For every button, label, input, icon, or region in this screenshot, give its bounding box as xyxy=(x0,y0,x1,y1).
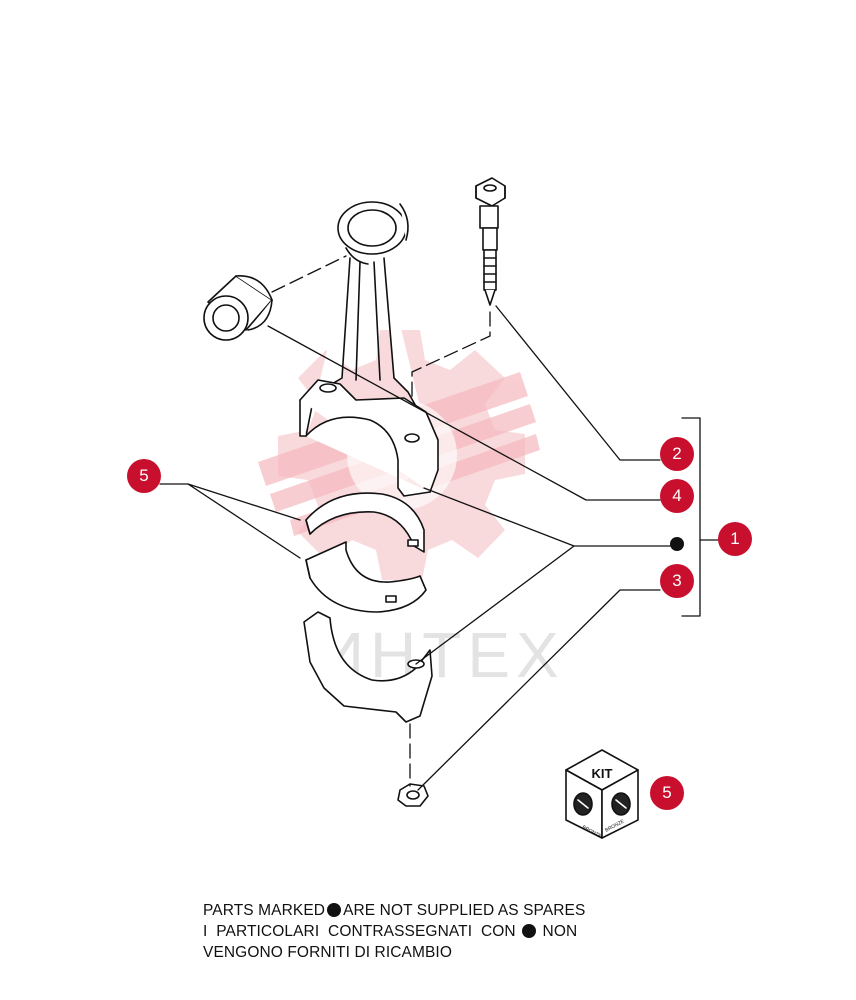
small-end-bush xyxy=(203,275,273,341)
connecting-rod xyxy=(299,201,439,497)
note-line-2-after: NON xyxy=(542,923,578,940)
callout-5-kit[interactable]: 5 xyxy=(650,776,684,810)
kit-cube-icon xyxy=(565,749,639,839)
black-dot-icon xyxy=(522,924,537,938)
note-line-1-after: ARE NOT SUPPLIED AS SPARES xyxy=(343,902,586,919)
note-line-2: I PARTICOLARI CONTRASSEGNATI CON NON xyxy=(203,923,577,941)
note-line-2-before: I PARTICOLARI CONTRASSEGNATI CON xyxy=(203,923,516,940)
callout-3[interactable]: 3 xyxy=(660,564,694,598)
note-line-1-before: PARTS MARKED xyxy=(203,902,326,919)
alignment-lines xyxy=(271,255,491,787)
nut xyxy=(397,783,429,807)
lower-bearing-shell xyxy=(305,541,427,613)
leader-lines xyxy=(159,305,719,791)
note-line-3: VENGONO FORNITI DI RICAMBIO xyxy=(203,944,452,961)
kit-label: KIT xyxy=(592,766,613,781)
not-supplied-marker xyxy=(670,537,684,551)
callout-2[interactable]: 2 xyxy=(660,437,694,471)
callout-4[interactable]: 4 xyxy=(660,479,694,513)
black-dot-icon xyxy=(327,903,342,917)
upper-bearing-shell xyxy=(305,492,425,553)
big-end-cap xyxy=(303,611,433,723)
callout-5-bearings[interactable]: 5 xyxy=(127,459,161,493)
bolt xyxy=(475,177,506,306)
callout-1[interactable]: 1 xyxy=(718,522,752,556)
note-line-1: PARTS MARKED ARE NOT SUPPLIED AS SPARES xyxy=(203,902,585,920)
